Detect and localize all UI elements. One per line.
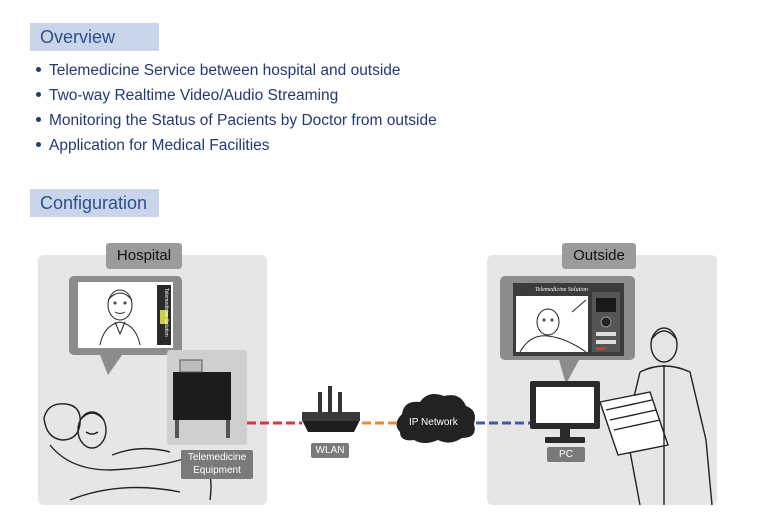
outside-label: Outside	[562, 243, 636, 269]
bullet-text: Application for Medical Facilities	[49, 137, 270, 154]
bullet-text: Two-way Realtime Video/Audio Streaming	[49, 87, 339, 104]
equipment-label-line1: Telemedicine	[187, 452, 247, 463]
bullet-dot-icon	[36, 66, 41, 72]
hospital-label: Hospital	[106, 243, 182, 269]
wlan-router-icon	[302, 386, 360, 432]
wlan-label: WLAN	[311, 443, 349, 458]
overview-bullet-list: Telemedicine Service between hospital an…	[36, 58, 437, 158]
screen-side-text: Telemedicine Solution	[163, 288, 169, 337]
pc-label: PC	[547, 447, 585, 462]
screen-title-text: Telemedicine Solution	[535, 287, 588, 293]
bullet-dot-icon	[36, 116, 41, 122]
bullet-dot-icon	[36, 141, 41, 147]
bullet-item: Two-way Realtime Video/Audio Streaming	[36, 83, 437, 108]
bullet-item: Monitoring the Status of Pacients by Doc…	[36, 108, 437, 133]
overview-heading: Overview	[30, 23, 159, 51]
bullet-item: Application for Medical Facilities	[36, 133, 437, 158]
outside-bubble-tail	[559, 360, 579, 384]
equipment-label-line2: Equipment	[193, 465, 241, 476]
patient-face-icon	[516, 292, 620, 353]
pc-monitor-icon	[530, 381, 600, 443]
bullet-dot-icon	[36, 91, 41, 97]
ip-network-label: IP Network	[409, 417, 459, 428]
equipment-device-icon	[173, 359, 231, 438]
hospital-bubble-tail	[100, 355, 122, 375]
bullet-item: Telemedicine Service between hospital an…	[36, 58, 437, 83]
configuration-heading: Configuration	[30, 189, 159, 217]
bullet-text: Monitoring the Status of Pacients by Doc…	[49, 112, 437, 129]
bullet-text: Telemedicine Service between hospital an…	[49, 62, 401, 79]
doctor-standing-icon	[599, 327, 713, 506]
equipment-label: Telemedicine Equipment	[181, 450, 253, 479]
doctor-face-icon	[82, 285, 171, 346]
ip-network-cloud-icon	[396, 394, 475, 443]
